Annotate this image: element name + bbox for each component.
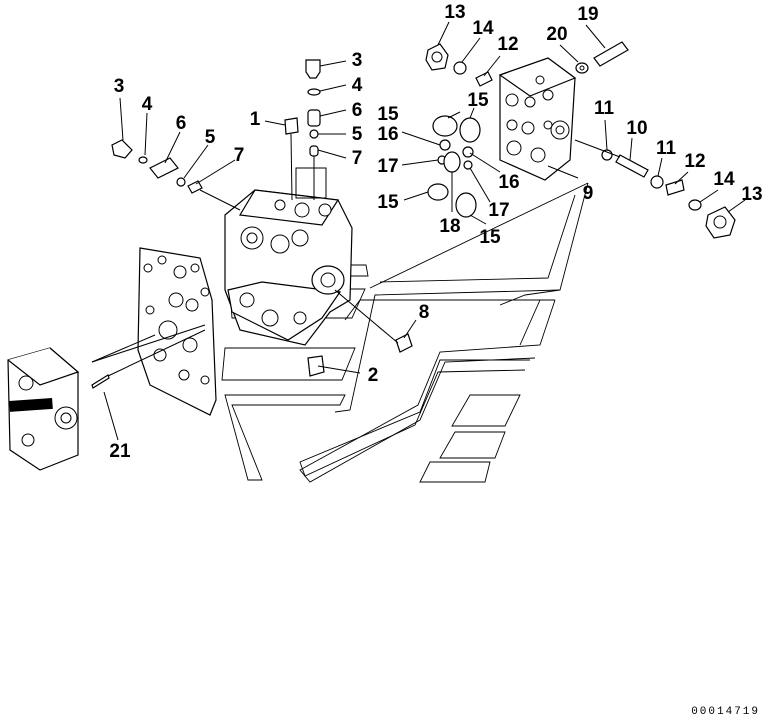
callout-12-right: 12: [684, 151, 705, 172]
center-plate: [91, 247, 217, 416]
callout-7-top: 7: [352, 148, 363, 169]
callout-5-top: 5: [352, 124, 363, 145]
callout-21: 21: [109, 441, 131, 462]
callout-14-top: 14: [472, 18, 494, 39]
callout-7-left: 7: [234, 145, 245, 166]
callout-17-a: 17: [377, 156, 398, 177]
pin-21: [91, 329, 206, 441]
callout-6-top: 6: [352, 100, 363, 121]
callout-16-a: 16: [377, 124, 398, 145]
callout-3-top: 3: [352, 50, 363, 71]
callout-19: 19: [577, 4, 598, 25]
drawing-code: 00014719: [691, 706, 760, 718]
callout-4-top: 4: [352, 75, 363, 96]
leader-lines: [119, 21, 746, 374]
callout-15-c: 15: [467, 90, 489, 111]
callout-11-b: 11: [656, 138, 677, 159]
background-logo: [221, 182, 589, 483]
callout-5-left: 5: [205, 127, 216, 148]
callout-2: 2: [368, 365, 379, 386]
valve-body: [224, 189, 353, 346]
callout-3-left: 3: [114, 76, 125, 97]
callout-9: 9: [583, 183, 594, 204]
callout-11-a: 11: [594, 98, 615, 119]
callout-20: 20: [546, 24, 567, 45]
end-cap-block: [7, 347, 80, 471]
right-end-block: [498, 57, 577, 181]
callout-17-b: 17: [488, 200, 509, 221]
callout-10: 10: [626, 118, 647, 139]
callout-1: 1: [250, 109, 261, 130]
callout-15-b: 15: [377, 192, 399, 213]
callout-16-b: 16: [498, 172, 519, 193]
callout-14-right: 14: [713, 169, 735, 190]
callout-12-top: 12: [497, 34, 518, 55]
callout-15-d: 15: [479, 227, 501, 248]
callout-15-a: 15: [377, 104, 399, 125]
callout-13-top: 13: [444, 2, 465, 23]
callout-13-right: 13: [741, 184, 762, 205]
callout-18: 18: [439, 216, 460, 237]
callout-6-left: 6: [176, 113, 187, 134]
small-parts: [111, 41, 736, 377]
callout-8: 8: [419, 302, 430, 323]
callout-4-left: 4: [142, 94, 153, 115]
callout-labels: 3 4 6 5 7 1 3 4 6 5 7 15 16 17 15 18 15 …: [109, 2, 762, 718]
